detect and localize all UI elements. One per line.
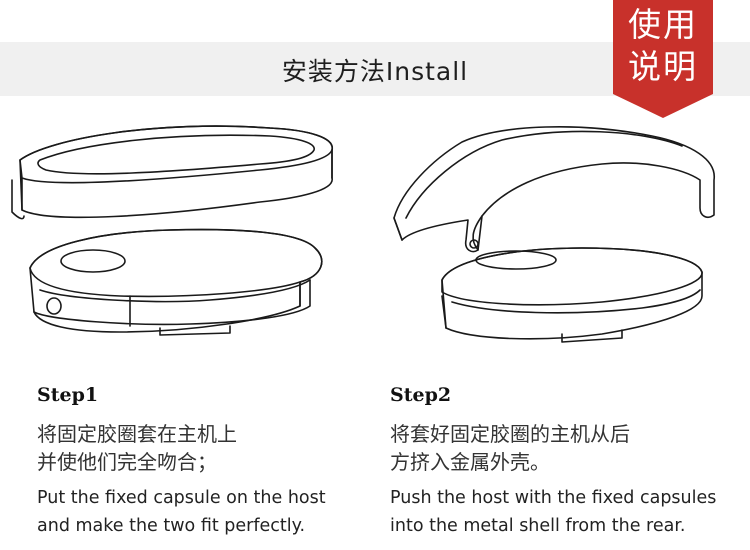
step1-illustration <box>11 125 333 336</box>
badge-line1: 使用 <box>628 5 698 44</box>
metal-shell-frame <box>393 126 715 253</box>
tracker-with-capsule <box>441 247 703 343</box>
manual-badge: 使用 说明 <box>613 0 713 118</box>
step2-title: Step2 <box>390 384 452 406</box>
step2-en-line: Push the host with the fixed capsules <box>390 488 717 508</box>
step2-illustration <box>393 126 715 343</box>
step1-chinese-text: 将固定胶圈套在主机上 并使他们完全吻合； <box>37 420 237 476</box>
rubber-strap-ring <box>11 125 333 220</box>
step2-chinese-text: 将套好固定胶圈的主机从后 方挤入金属外壳。 <box>390 420 630 476</box>
step2-cn-line: 方挤入金属外壳。 <box>390 450 550 474</box>
page-title: 安装方法Install <box>281 57 469 86</box>
step1-en-line: Put the fixed capsule on the host <box>37 488 326 508</box>
step1-cn-line: 将固定胶圈套在主机上 <box>37 422 237 446</box>
step1-title: Step1 <box>37 384 99 406</box>
step2-en-line: into the metal shell from the rear. <box>390 516 686 536</box>
step1-english-text: Put the fixed capsule on the host and ma… <box>37 484 326 540</box>
badge-line2: 说明 <box>628 47 698 86</box>
step2-cn-line: 将套好固定胶圈的主机从后 <box>390 422 630 446</box>
badge-ribbon-shape <box>613 0 713 118</box>
step1-cn-line: 并使他们完全吻合； <box>37 450 217 474</box>
step2-english-text: Push the host with the fixed capsules in… <box>390 484 716 540</box>
tracker-capsule <box>29 228 323 336</box>
step1-en-line: and make the two fit perfectly. <box>37 516 306 536</box>
